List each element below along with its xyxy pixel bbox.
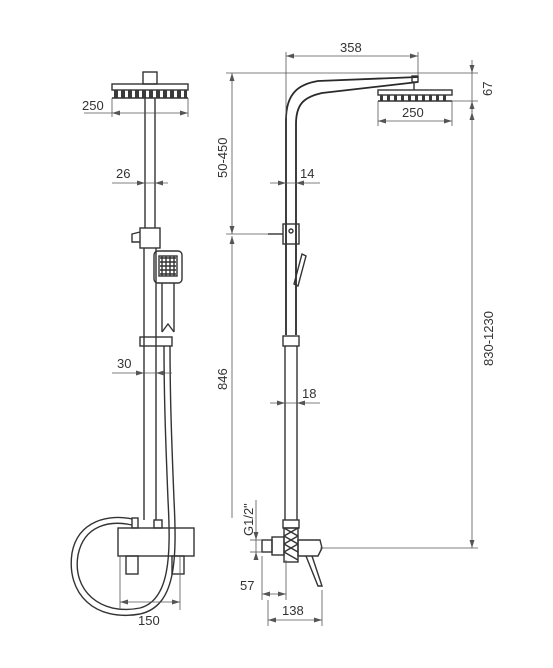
front-upper-riser — [144, 98, 156, 228]
lower-height-label: 846 — [215, 368, 230, 390]
side-coupling — [282, 519, 300, 563]
dim-arm-reach: 358 — [285, 40, 419, 118]
front-hose — [70, 345, 176, 616]
front-shower-head — [111, 83, 189, 99]
wall-offset-label: 57 — [240, 578, 254, 593]
arm-reach-label: 358 — [340, 40, 362, 55]
front-view: 250 26 30 150 — [70, 71, 195, 628]
thread-label: G1/2" — [241, 503, 256, 536]
side-slide-bracket — [282, 335, 300, 347]
dim-lower-height: 846 — [215, 236, 235, 518]
dim-front-rail-diameter: 26 — [112, 166, 168, 186]
side-handshower-holder — [268, 223, 300, 245]
front-lower-riser — [143, 248, 157, 520]
front-rail-diameter-label: 26 — [116, 166, 130, 181]
dim-adjust-range: 50-450 — [215, 72, 418, 235]
side-head-width-label: 250 — [402, 105, 424, 120]
head-height-label: 67 — [480, 82, 495, 96]
depth-label: 138 — [282, 603, 304, 618]
dim-front-slider-width: 30 — [112, 356, 172, 376]
front-head-width-label: 250 — [82, 98, 104, 113]
front-handshower-holder — [131, 227, 161, 249]
dim-head-height: 67 — [418, 60, 495, 112]
dim-front-mixer-width: 150 — [119, 556, 181, 628]
lower-rail-diameter-label: 18 — [302, 386, 316, 401]
side-mixer-body — [261, 536, 478, 587]
front-hose-connector — [131, 517, 139, 529]
dim-wall-offset: 57 — [240, 556, 287, 600]
front-slide-bracket — [139, 336, 173, 347]
side-hand-shower — [293, 252, 307, 288]
adjust-range-label: 50-450 — [215, 138, 230, 178]
dim-depth: 138 — [267, 590, 323, 626]
side-view: 358 67 250 50-450 — [215, 40, 496, 626]
dim-thread: G1/2" — [241, 500, 262, 560]
dim-lower-rail-diameter: 18 — [270, 386, 320, 406]
front-mixer — [117, 519, 195, 575]
front-hand-shower — [153, 250, 183, 333]
dim-side-head-width: 250 — [377, 101, 453, 126]
side-shower-arm — [285, 75, 419, 335]
front-slider-width-label: 30 — [117, 356, 131, 371]
side-shower-head — [377, 89, 453, 102]
total-height-label: 830-1230 — [481, 311, 496, 366]
dim-front-head-width: 250 — [82, 98, 189, 117]
side-lower-riser — [284, 346, 298, 520]
front-mixer-width-label: 150 — [138, 613, 160, 628]
dim-side-rail-diameter: 14 — [270, 166, 320, 186]
side-rail-diameter-label: 14 — [300, 166, 314, 181]
dim-total-height: 830-1230 — [469, 101, 496, 548]
front-top-connector — [142, 71, 158, 85]
